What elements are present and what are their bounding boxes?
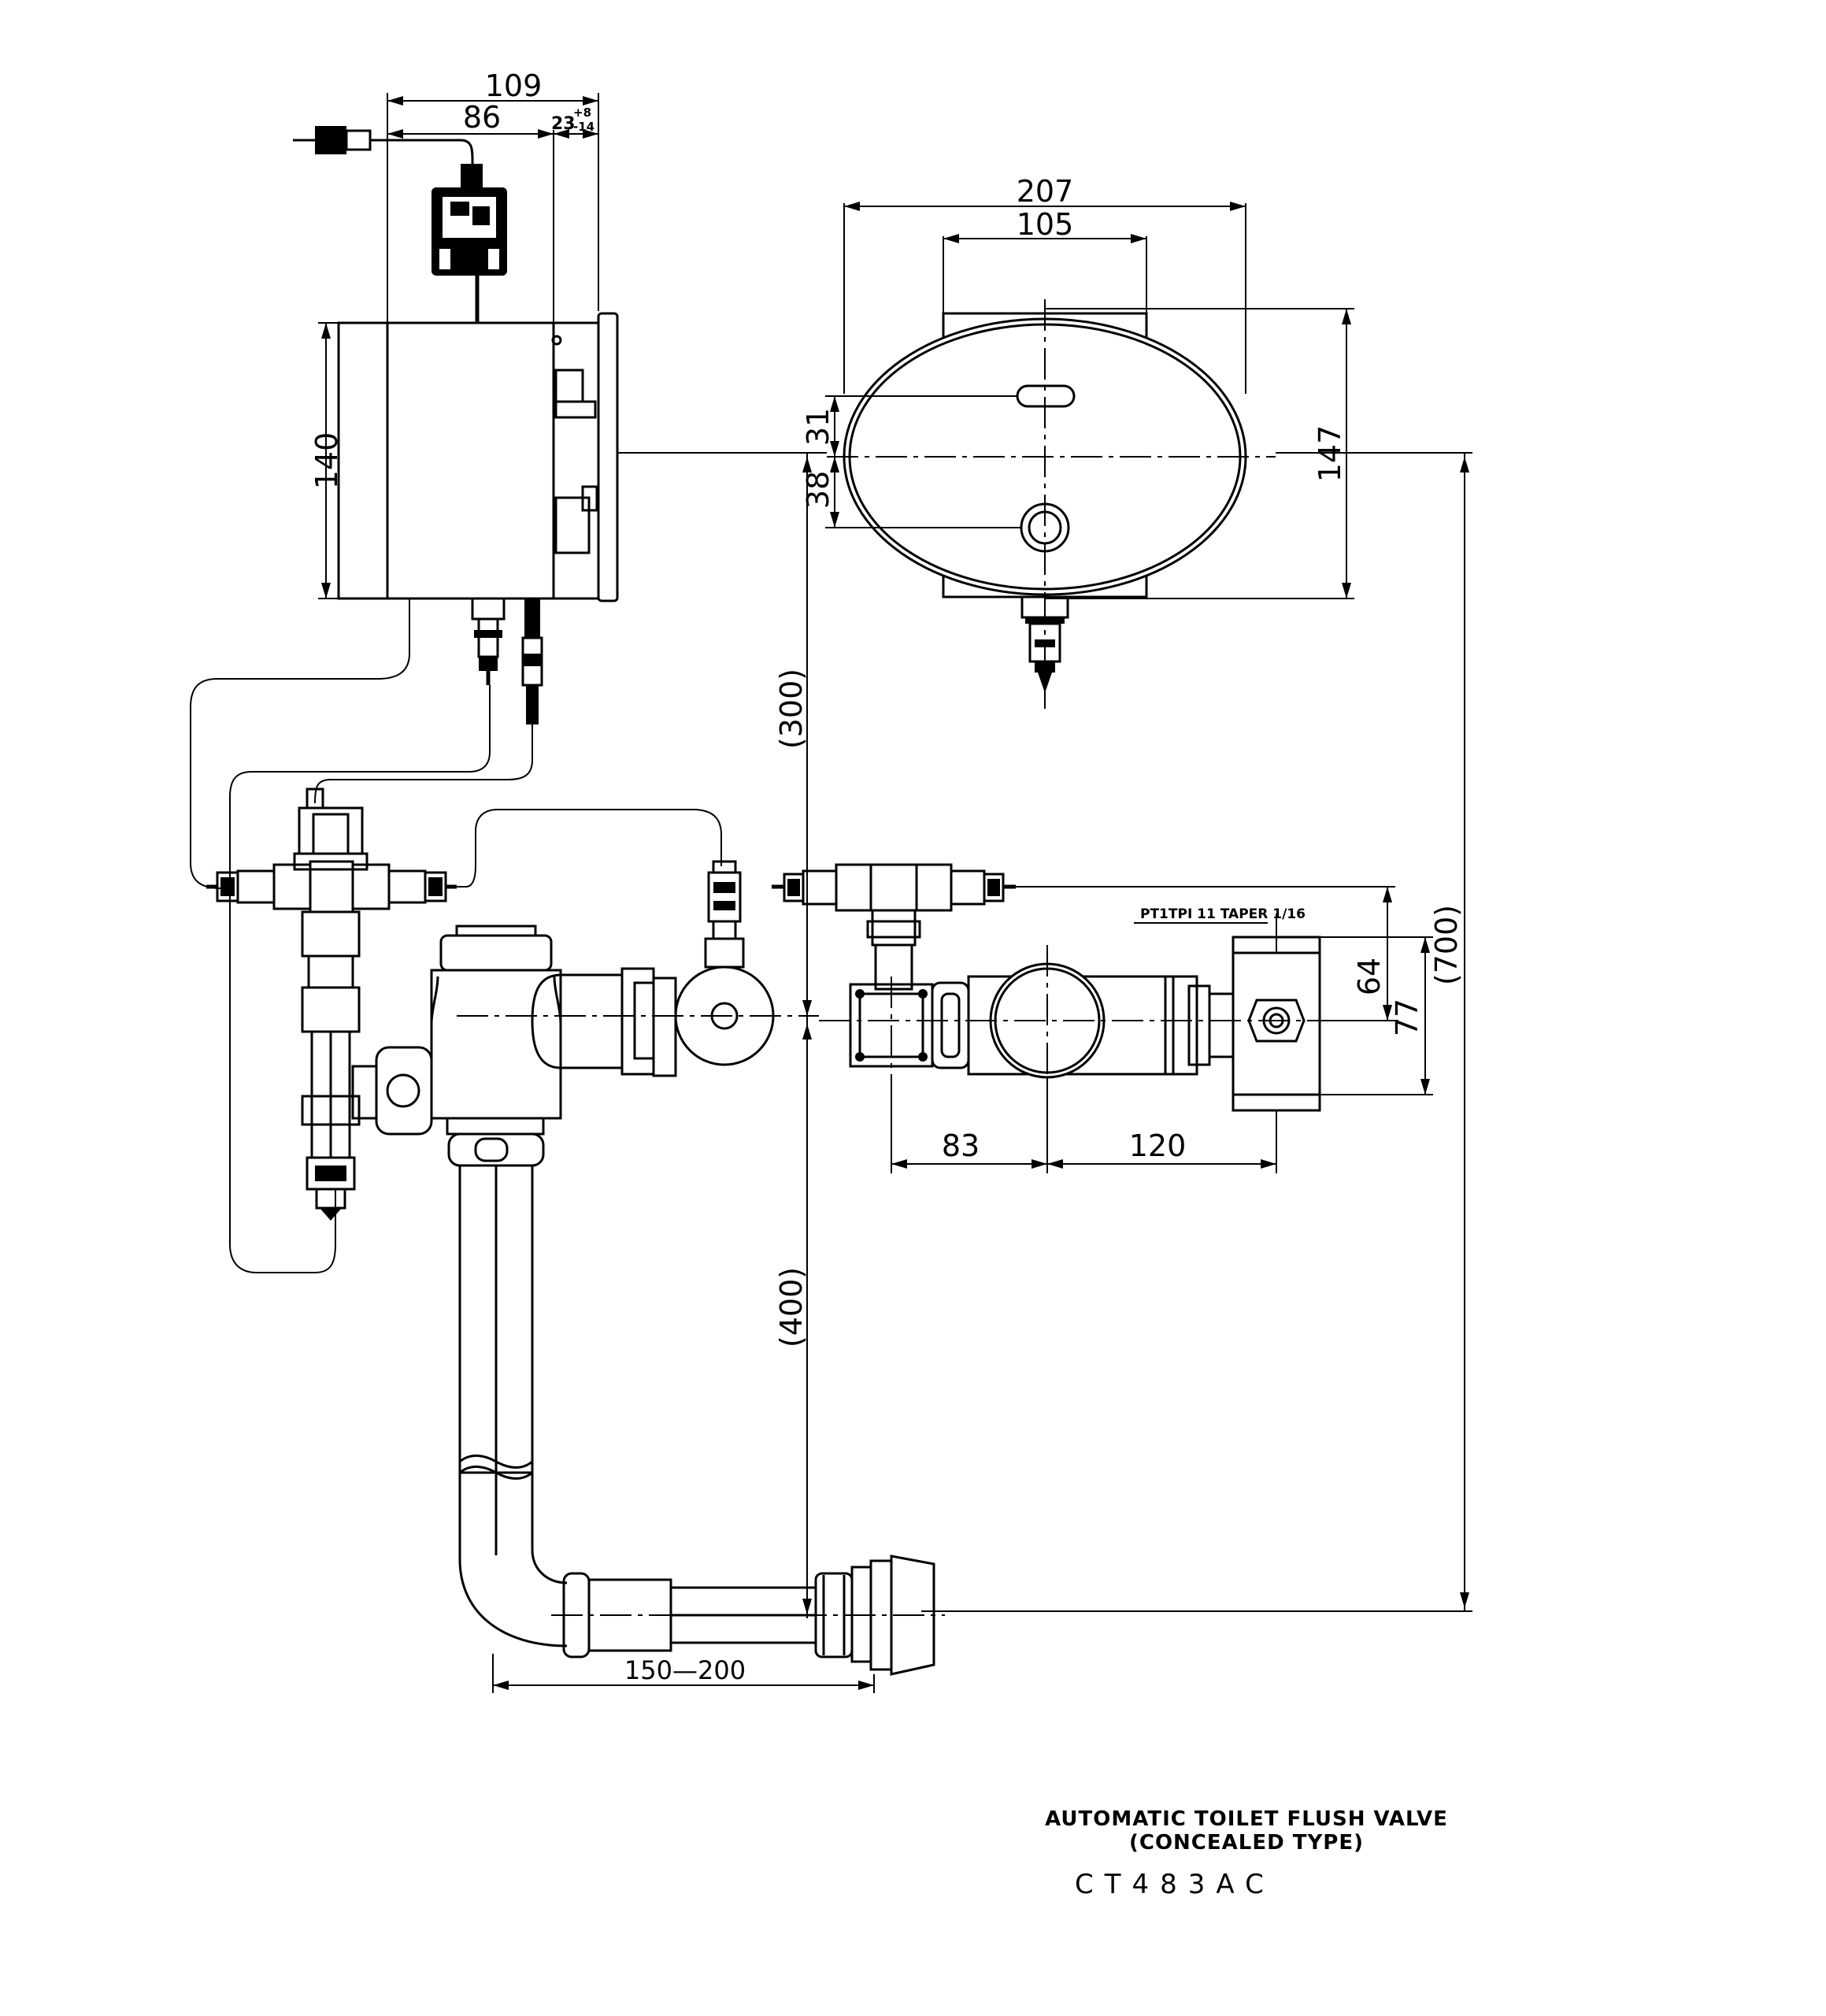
control-box-side-view — [190, 93, 619, 1273]
dim-31: 31 — [801, 408, 835, 446]
dim-300: (300) — [774, 669, 809, 749]
dim-77: 77 — [1390, 999, 1424, 1036]
dim-140: 140 — [309, 432, 344, 490]
dim-86: 86 — [463, 100, 501, 135]
thread-note: PT1TPI 11 TAPER 1/16 — [1140, 906, 1306, 922]
dim-147: 147 — [1313, 425, 1347, 483]
dim-23-tol-minus: -14 — [573, 120, 594, 134]
title-line-2: (CONCEALED TYPE) — [1129, 1831, 1364, 1855]
valve-side-view — [772, 863, 1433, 1173]
flush-valve-assembly — [206, 788, 945, 1693]
dim-105: 105 — [1017, 207, 1074, 242]
sensor-front-view — [825, 202, 1354, 709]
dim-23-tol-plus: +8 — [573, 106, 591, 120]
dim-23: 23 — [551, 114, 576, 134]
dim-207: 207 — [1017, 174, 1074, 209]
dim-109: 109 — [485, 69, 543, 103]
reference-dimensions — [617, 452, 1472, 1618]
title-block: AUTOMATIC TOILET FLUSH VALVE (CONCEALED … — [1045, 1807, 1448, 1900]
dim-400: (400) — [774, 1267, 809, 1347]
dim-64: 64 — [1352, 958, 1387, 995]
dimension-labels: 109 86 23 +8 -14 140 207 105 31 38 147 (… — [309, 69, 1464, 1685]
dim-120: 120 — [1129, 1128, 1187, 1163]
dim-700: (700) — [1429, 905, 1464, 985]
dim-38: 38 — [801, 471, 835, 509]
title-line-1: AUTOMATIC TOILET FLUSH VALVE — [1045, 1807, 1448, 1831]
model-number: CT483AC — [1075, 1869, 1275, 1900]
dim-83: 83 — [942, 1128, 980, 1163]
dim-150-200: 150—200 — [624, 1655, 746, 1685]
